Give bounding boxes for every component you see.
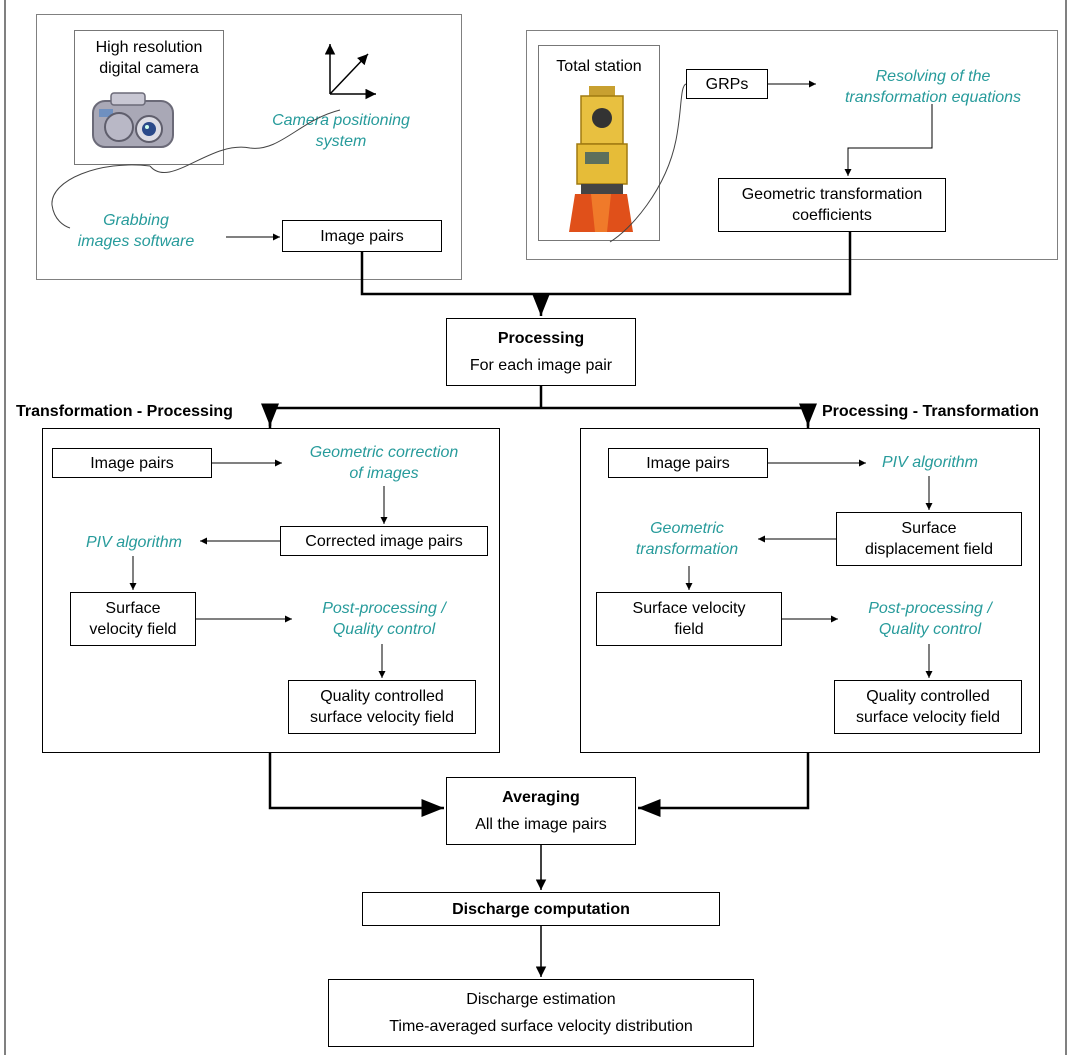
right-geometric-transformation: Geometric transformation	[612, 518, 762, 560]
right-velocity-line1: Surface velocity	[632, 600, 746, 617]
image-pairs-box-top: Image pairs	[282, 220, 442, 252]
right-branch-title: Processing - Transformation	[822, 403, 1039, 420]
right-quality-controlled-box: Quality controlled surface velocity fiel…	[834, 680, 1022, 734]
left-image-pairs-label: Image pairs	[90, 454, 174, 472]
left-geometric-correction: Geometric correction of images	[284, 442, 484, 484]
camera-icon	[92, 92, 174, 148]
left-quality-controlled-box: Quality controlled surface velocity fiel…	[288, 680, 476, 734]
positioning-line2: system	[315, 133, 367, 150]
camera-frame: High resolution digital camera	[74, 30, 224, 165]
station-frame: Total station	[538, 45, 660, 241]
right-surface-displacement-box: Surface displacement field	[836, 512, 1022, 566]
right-qc-line1: Quality controlled	[866, 688, 990, 705]
total-station-icon	[569, 86, 633, 232]
right-post-processing: Post-processing / Quality control	[840, 598, 1020, 640]
grabbing-line1: Grabbing	[103, 212, 169, 229]
geo-correction-line1: Geometric correction	[309, 444, 459, 461]
resolving-transformation-equations: Resolving of the transformation equation…	[820, 66, 1046, 108]
left-qc-line1: Quality controlled	[320, 688, 444, 705]
right-post-line2: Quality control	[878, 621, 982, 638]
right-velocity-line2: field	[674, 621, 704, 638]
discharge-estimation-box: Discharge estimation Time-averaged surfa…	[328, 979, 754, 1047]
axes-icon	[324, 44, 376, 100]
left-post-line1: Post-processing /	[322, 600, 446, 617]
resolving-line2: transformation equations	[844, 89, 1022, 106]
corrected-label: Corrected image pairs	[305, 532, 463, 550]
left-surface-velocity-box: Surface velocity field	[70, 592, 196, 646]
coefficients-line2: coefficients	[792, 207, 872, 224]
right-surface-velocity-box: Surface velocity field	[596, 592, 782, 646]
discharge-estimation-label: Discharge estimation	[466, 991, 616, 1008]
right-post-line1: Post-processing /	[868, 600, 992, 617]
left-post-line2: Quality control	[332, 621, 436, 638]
processing-subtitle: For each image pair	[469, 357, 613, 374]
geo-transform-line2: transformation	[635, 541, 739, 558]
positioning-line1: Camera positioning	[272, 112, 410, 129]
right-image-pairs-label: Image pairs	[646, 454, 730, 472]
left-velocity-line1: Surface	[105, 600, 161, 617]
displacement-line2: displacement field	[864, 541, 994, 558]
left-piv-algorithm: PIV algorithm	[64, 532, 204, 553]
grps-box: GRPs	[686, 69, 768, 99]
discharge-title: Discharge computation	[452, 900, 630, 918]
right-piv-algorithm: PIV algorithm	[868, 452, 992, 473]
processing-title: Processing	[497, 330, 585, 347]
discharge-distribution-label: Time-averaged surface velocity distribut…	[389, 1018, 693, 1035]
left-velocity-line2: velocity field	[89, 621, 177, 638]
camera-label-line1: High resolution	[95, 39, 203, 56]
displacement-line1: Surface	[901, 520, 957, 537]
right-piv-label: PIV algorithm	[881, 454, 979, 471]
grabbing-images-software: Grabbing images software	[46, 210, 226, 252]
resolving-line1: Resolving of the	[875, 68, 991, 85]
geo-correction-line2: of images	[349, 465, 419, 482]
image-pairs-label: Image pairs	[320, 227, 404, 245]
grps-label: GRPs	[705, 75, 749, 93]
coefficients-line1: Geometric transformation	[741, 186, 923, 203]
averaging-box: Averaging All the image pairs	[446, 777, 636, 845]
left-qc-line2: surface velocity field	[309, 709, 455, 726]
discharge-computation-box: Discharge computation	[362, 892, 720, 926]
total-station-label: Total station	[556, 58, 642, 75]
left-piv-label: PIV algorithm	[85, 534, 183, 551]
geometric-coefficients-box: Geometric transformation coefficients	[718, 178, 946, 232]
left-image-pairs-box: Image pairs	[52, 448, 212, 478]
processing-box: Processing For each image pair	[446, 318, 636, 386]
camera-positioning-system: Camera positioning system	[232, 110, 450, 152]
left-post-processing: Post-processing / Quality control	[294, 598, 474, 640]
grabbing-line2: images software	[77, 233, 195, 250]
right-qc-line2: surface velocity field	[855, 709, 1001, 726]
left-branch-title: Transformation - Processing	[16, 403, 233, 420]
averaging-title: Averaging	[502, 789, 580, 806]
right-image-pairs-box: Image pairs	[608, 448, 768, 478]
left-corrected-pairs-box: Corrected image pairs	[280, 526, 488, 556]
averaging-subtitle: All the image pairs	[475, 816, 607, 833]
camera-label-line2: digital camera	[99, 60, 199, 77]
geo-transform-line1: Geometric	[650, 520, 724, 537]
